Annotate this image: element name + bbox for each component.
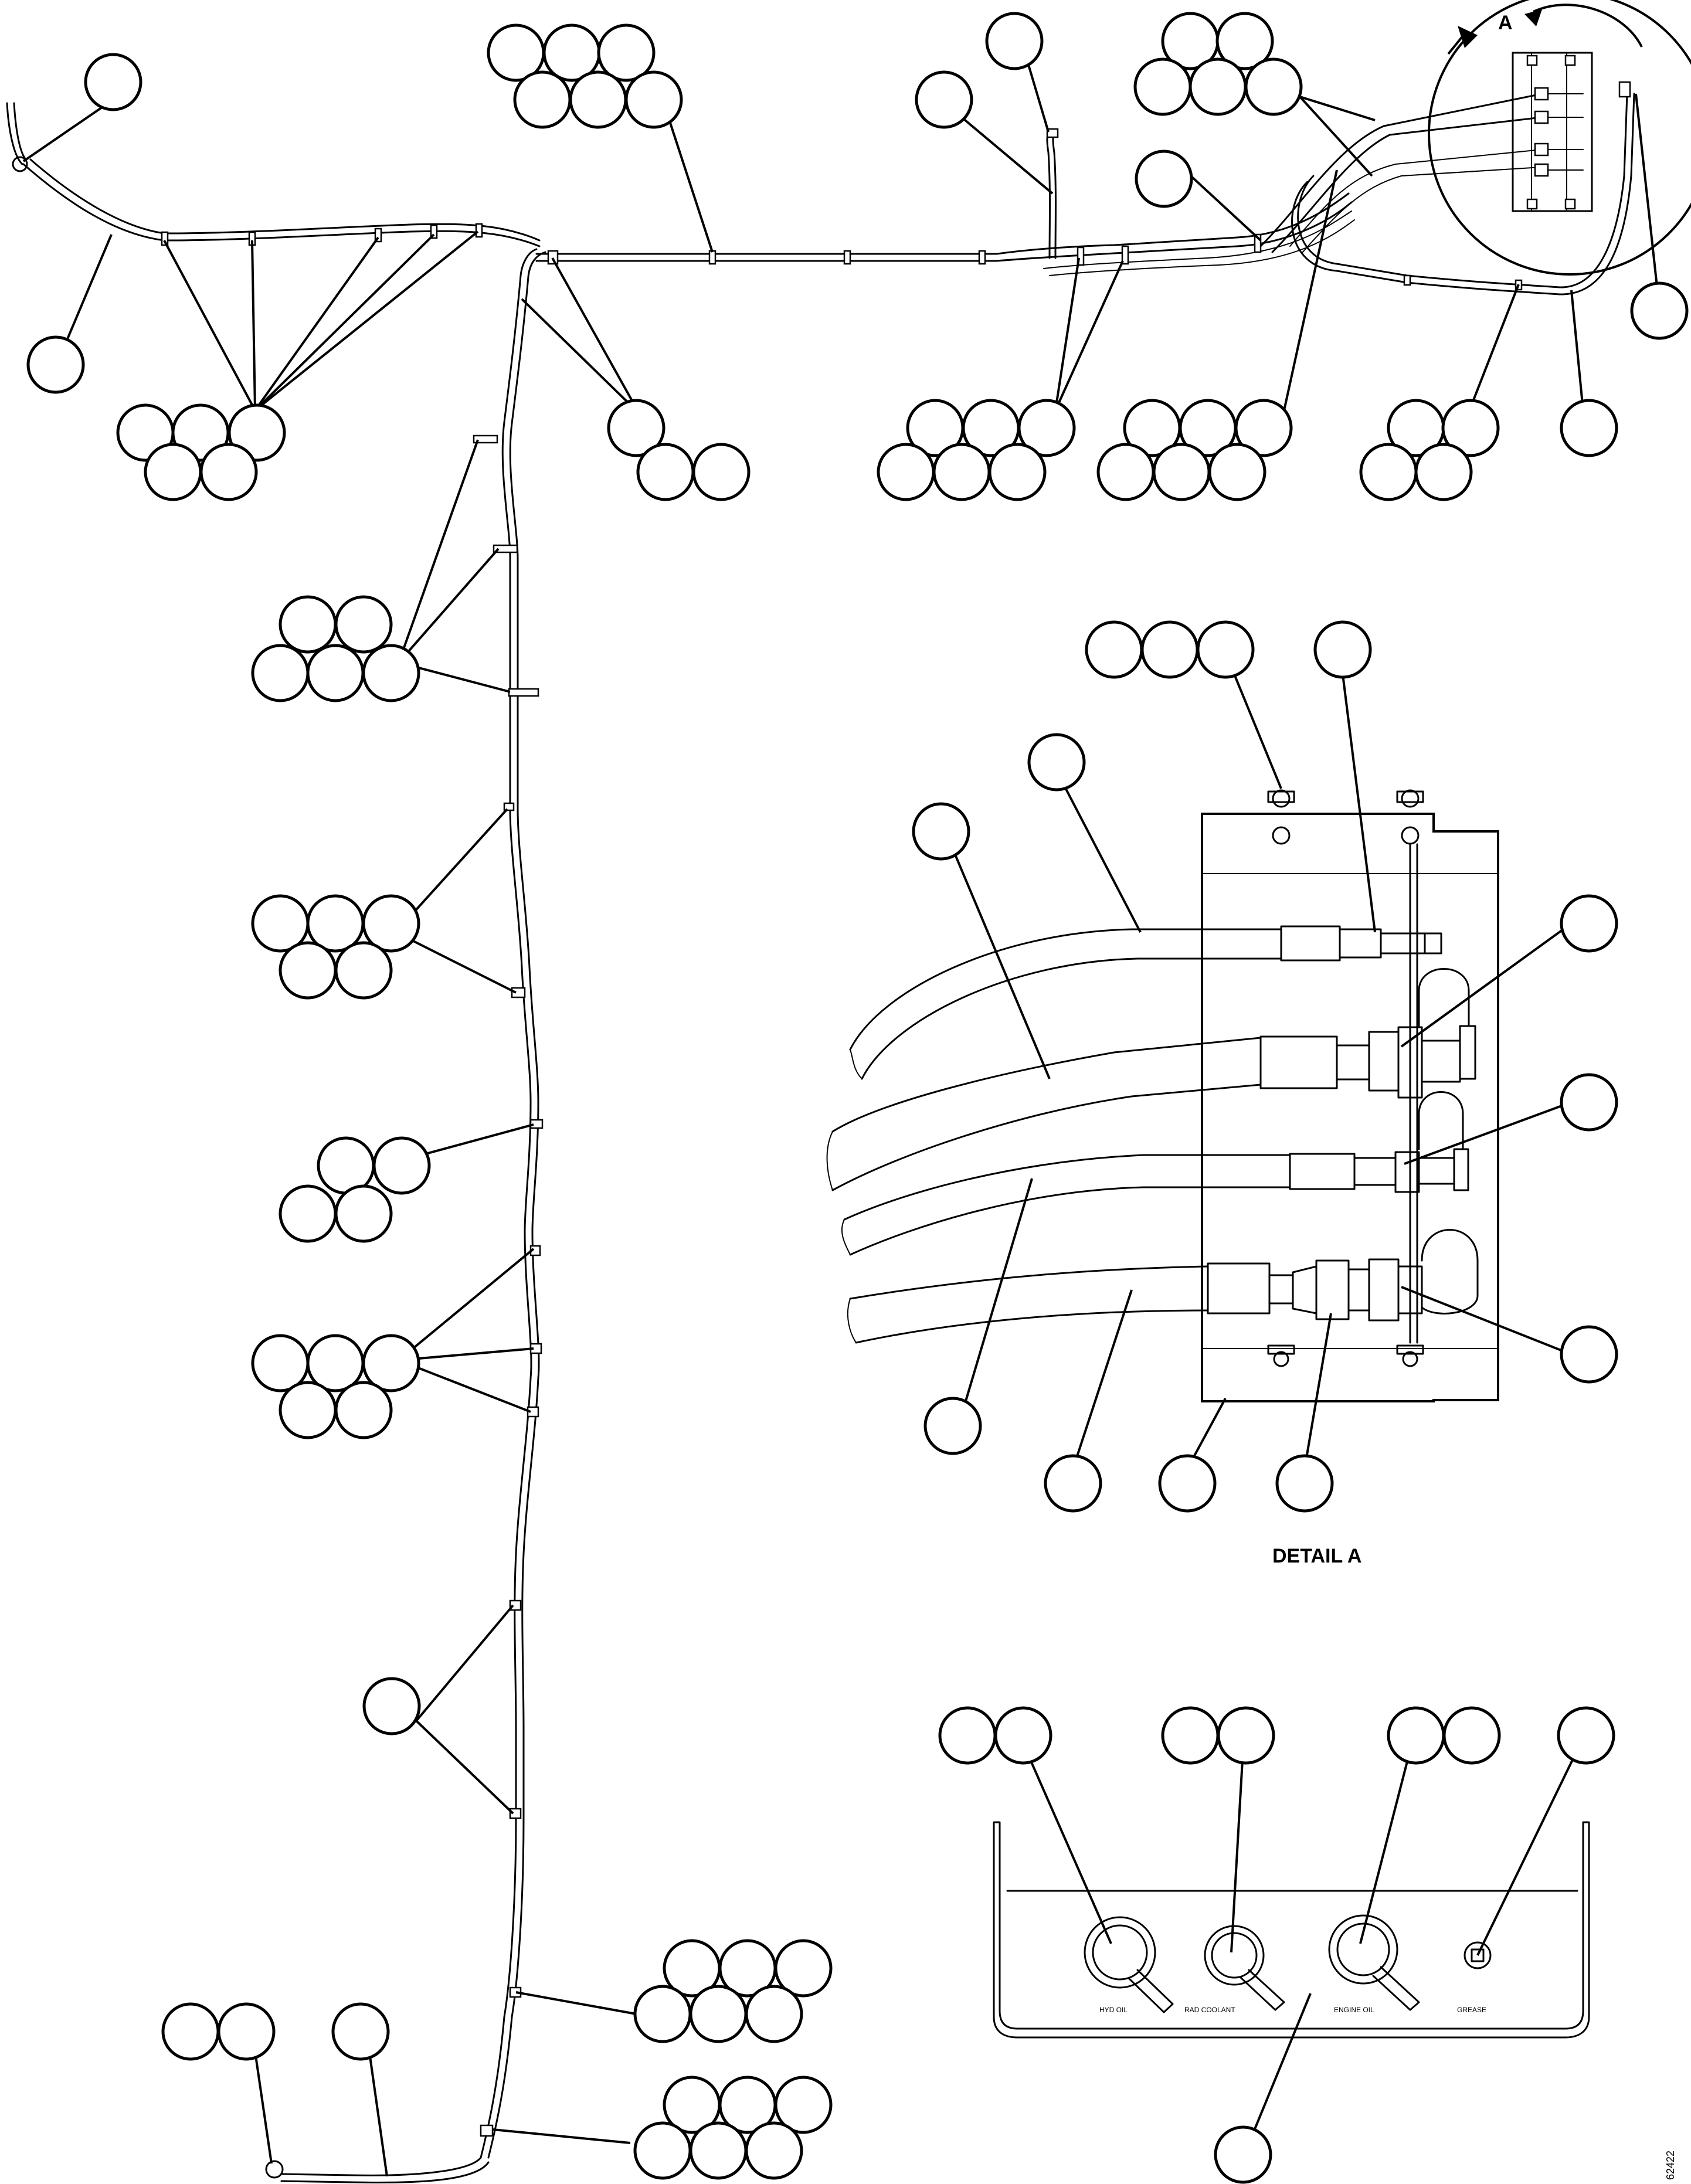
callout-balloon <box>362 644 420 702</box>
callout-balloon <box>607 399 665 457</box>
callout-balloon <box>279 1381 337 1439</box>
callout-balloon <box>1044 1454 1102 1513</box>
callout-balloon <box>923 1397 982 1455</box>
drawing-number: 62422 <box>1665 2151 1676 2180</box>
callout-balloon <box>362 1677 421 1735</box>
callout-balloon <box>938 1706 997 1765</box>
callout-balloon <box>1161 1706 1220 1765</box>
panel-label-grease: GREASE <box>1457 2006 1486 2014</box>
callout-balloon <box>994 1706 1052 1765</box>
callout-balloon <box>985 12 1044 70</box>
callout-balloon <box>624 70 683 129</box>
callout-balloon <box>1217 1706 1275 1765</box>
panel-label-hyd-oil: HYD OIL <box>1099 2006 1128 2014</box>
callout-balloon <box>1442 1706 1501 1765</box>
callout-balloon <box>84 53 142 111</box>
callout-balloon <box>1560 1325 1618 1384</box>
detail-a-enlarged: DETAIL A <box>826 789 1499 1567</box>
callout-balloon <box>1152 443 1211 501</box>
callout-balloon <box>362 894 420 953</box>
callout-balloon <box>1313 620 1372 679</box>
callout-balloon <box>334 1184 393 1243</box>
callout-balloon <box>689 2121 748 2180</box>
callout-balloon <box>513 70 572 129</box>
callout-balloon <box>1085 620 1143 679</box>
fill-panel: HYD OIL RAD COOLANT ENGINE OIL GREASE <box>993 1821 1590 2039</box>
callout-balloons <box>26 12 1689 2184</box>
callout-balloon <box>1414 443 1473 501</box>
callout-balloon <box>1560 1073 1618 1132</box>
callout-balloon <box>1234 399 1293 457</box>
callout-balloon <box>334 595 393 654</box>
view-label: A <box>1498 12 1513 34</box>
callout-balloon <box>745 2121 803 2180</box>
callout-balloon <box>915 70 973 129</box>
callout-balloon <box>217 2002 276 2061</box>
callout-balloon <box>912 802 970 861</box>
callout-balloon <box>988 443 1047 501</box>
callout-balloon <box>279 595 337 654</box>
callout-balloon <box>1096 443 1155 501</box>
callout-balloon <box>1208 443 1266 501</box>
callout-balloon <box>1560 894 1618 953</box>
callout-balloon <box>1560 399 1618 457</box>
callout-balloon <box>692 443 751 501</box>
callout-balloon <box>774 2076 833 2134</box>
callout-balloon <box>362 1334 420 1392</box>
callout-balloon <box>372 1136 431 1195</box>
callout-balloon <box>569 70 627 129</box>
panel-label-rad-coolant: RAD COOLANT <box>1184 2006 1235 2014</box>
detail-title: DETAIL A <box>1272 1545 1361 1567</box>
panel-label-engine-oil: ENGINE OIL <box>1334 2006 1374 2014</box>
callout-balloon <box>1158 1454 1217 1513</box>
callout-balloon <box>334 1381 393 1439</box>
callout-balloon <box>774 1939 833 1998</box>
callout-balloon <box>279 941 337 1000</box>
callout-balloon <box>306 644 365 702</box>
callout-balloon <box>636 443 695 501</box>
callout-balloon <box>1630 281 1689 340</box>
callout-balloon <box>1244 57 1303 116</box>
callout-balloon <box>1196 620 1255 679</box>
callout-balloon <box>597 23 656 82</box>
callout-balloon <box>251 644 310 702</box>
callout-balloon <box>1215 12 1274 70</box>
callout-balloon <box>745 1985 803 2043</box>
callout-balloon <box>1027 733 1086 792</box>
callout-balloon <box>26 335 85 394</box>
hose-clips <box>161 128 1523 2137</box>
callout-balloon <box>1017 399 1076 457</box>
callout-balloon <box>144 443 202 501</box>
callout-balloon <box>1387 1706 1445 1765</box>
callout-balloon <box>1441 399 1500 457</box>
callout-balloon <box>279 1184 337 1243</box>
leader-lines <box>22 46 1661 2177</box>
detail-a-callout: A <box>1428 0 1691 276</box>
callout-balloon <box>1140 620 1199 679</box>
callout-balloon <box>633 2121 692 2180</box>
callout-balloon <box>199 443 258 501</box>
callout-balloon <box>633 1985 692 2043</box>
callout-balloon <box>1189 57 1247 116</box>
callout-balloon <box>877 443 935 501</box>
callout-balloon <box>1557 1706 1615 1765</box>
callout-balloon <box>689 1985 748 2043</box>
callout-balloon <box>331 2002 390 2061</box>
callout-balloon <box>161 2002 220 2061</box>
callout-balloon <box>1275 1454 1334 1513</box>
callout-balloon <box>1135 150 1193 208</box>
callout-balloon <box>227 403 286 462</box>
callout-balloon <box>1133 57 1192 116</box>
callout-balloon <box>1359 443 1418 501</box>
callout-balloon <box>334 941 393 1000</box>
callout-balloon <box>1214 2125 1272 2184</box>
callout-balloon <box>932 443 991 501</box>
